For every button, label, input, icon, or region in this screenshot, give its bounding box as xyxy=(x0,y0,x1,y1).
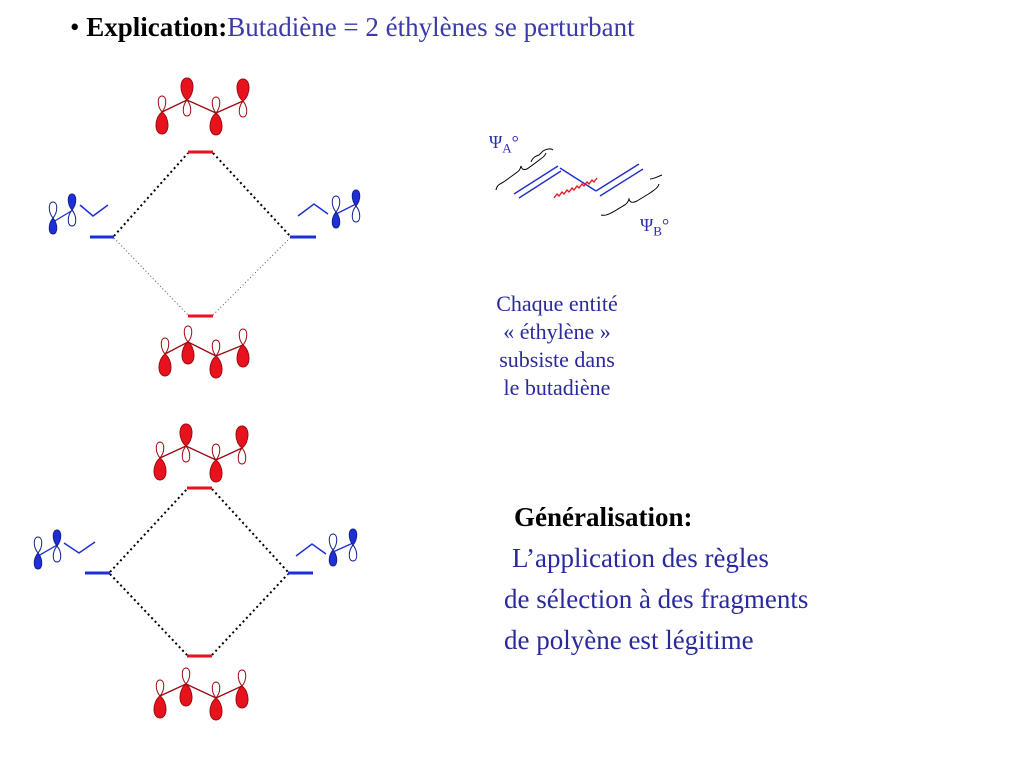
explanation-text: Chaque entité « éthylène » subsiste dans… xyxy=(462,290,652,402)
psi-a-upper-brace xyxy=(530,148,554,163)
psi-a-subscript: A xyxy=(502,140,512,156)
heading-text: Butadiène = 2 éthylènes se perturbant xyxy=(227,12,635,42)
explanation-line: « éthylène » xyxy=(503,319,611,344)
psi-a-lower-brace xyxy=(495,152,547,191)
psi-a-label: ΨA° xyxy=(489,132,519,159)
perturbation-wavy-line xyxy=(553,177,598,199)
top-diagram-lower-orbitals xyxy=(158,325,250,379)
psi-a-symbol: Ψ xyxy=(489,132,503,152)
explanation-line: subsiste dans xyxy=(499,347,615,372)
bottom-diagram-correlation-lines xyxy=(109,488,289,656)
bottom-diagram-lower-orbitals xyxy=(153,667,249,721)
generalisation-block: Généralisation: L’application des règles… xyxy=(504,497,808,661)
psi-b-symbol: Ψ xyxy=(640,215,654,235)
explication-heading: • Explication:Butadiène = 2 éthylènes se… xyxy=(70,10,635,44)
butadiene-skeleton xyxy=(495,148,663,216)
generalisation-title: Généralisation: xyxy=(514,502,693,532)
bottom-diagram-upper-orbitals xyxy=(153,423,249,483)
psi-b-label: ΨB° xyxy=(640,215,669,242)
bullet: • xyxy=(70,12,80,42)
top-diagram-correlation-lines xyxy=(113,152,291,316)
bottom-diagram-left-fragment xyxy=(33,529,110,575)
psi-b-degree: ° xyxy=(661,215,670,235)
explanation-line: Chaque entité xyxy=(496,291,618,316)
psi-a-degree: ° xyxy=(511,132,519,152)
explanation-line: le butadiène xyxy=(503,375,611,400)
generalisation-line: L’application des règles xyxy=(512,543,769,573)
top-correlation-diagram xyxy=(48,77,361,379)
top-diagram-left-fragment xyxy=(48,193,114,239)
heading-keyword: Explication: xyxy=(86,12,228,42)
psi-b-subscript: B xyxy=(653,223,662,239)
top-diagram-right-fragment xyxy=(290,189,361,239)
top-diagram-upper-orbitals xyxy=(155,77,250,136)
generalisation-line: de sélection à des fragments xyxy=(504,584,809,614)
bottom-correlation-diagram xyxy=(33,423,358,721)
psi-b-upper-brace xyxy=(649,174,663,180)
generalisation-line: de polyène est légitime xyxy=(504,625,754,655)
bottom-diagram-right-fragment xyxy=(288,528,358,575)
psi-b-brace xyxy=(600,183,660,216)
